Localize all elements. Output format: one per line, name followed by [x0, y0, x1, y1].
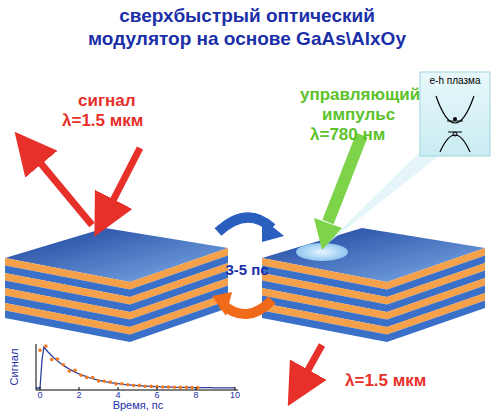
- data-point: [50, 358, 54, 362]
- data-point: [73, 369, 77, 373]
- layer: [387, 301, 485, 343]
- data-point: [138, 384, 142, 388]
- data-point: [132, 384, 136, 388]
- tick: [40, 387, 41, 390]
- title: сверхбыстрый оптический модулятор на осн…: [67, 4, 427, 50]
- tick: [196, 387, 197, 390]
- fit-curve: [36, 347, 235, 388]
- data-point: [44, 344, 48, 348]
- data-point: [149, 385, 153, 389]
- tick-label: 10: [230, 391, 240, 401]
- arrowhead: [262, 218, 284, 242]
- data-point: [56, 357, 60, 361]
- wavelength-label: λ=1.5 мкм: [345, 372, 426, 391]
- electron: [453, 117, 457, 121]
- axis-title: Время, пс: [113, 399, 164, 411]
- layer: [387, 293, 485, 335]
- data-point: [179, 386, 183, 390]
- conduction-band: [436, 96, 474, 123]
- inset-frame: [420, 72, 490, 156]
- tick-label: 0: [37, 391, 42, 401]
- incident-beam: [104, 148, 140, 218]
- data-point: [38, 348, 42, 352]
- hole: [453, 132, 457, 136]
- data-point: [185, 386, 189, 390]
- layer: [262, 311, 387, 343]
- data-point: [97, 379, 101, 383]
- tick: [235, 387, 236, 390]
- arrowhead: [212, 292, 232, 316]
- reflected-beam: [28, 148, 92, 225]
- switch-arrow-back: [222, 300, 272, 314]
- inset-box: e-h плазма: [420, 72, 490, 94]
- tick-label: 2: [76, 391, 81, 401]
- y-axis: [36, 344, 37, 390]
- data-point: [144, 384, 148, 388]
- layer: [130, 293, 228, 335]
- inset-label: e-h плазма: [420, 72, 490, 86]
- data-point: [85, 376, 89, 380]
- data-point: [196, 386, 200, 390]
- layer: [130, 301, 228, 343]
- axis-title: Сигнал: [8, 349, 20, 386]
- data-point: [91, 376, 95, 380]
- time-label: 3-5 пс: [225, 262, 268, 279]
- data-point: [190, 386, 194, 390]
- layer: [5, 311, 130, 343]
- wavelength-label: λ=1.5 мкм: [62, 112, 143, 131]
- signal-label: сигнал: [78, 92, 136, 111]
- tick: [157, 387, 158, 390]
- pump-beam: [328, 135, 362, 222]
- pump-label: управляющий: [300, 86, 420, 105]
- data-point: [167, 385, 171, 389]
- data-point: [173, 385, 177, 389]
- tick-label: 8: [193, 391, 198, 401]
- tick: [118, 387, 119, 390]
- data-point: [108, 380, 112, 384]
- tick: [79, 387, 80, 390]
- pump-label: импульс: [322, 106, 395, 125]
- data-point: [79, 374, 83, 378]
- wavelength-label: λ=780 нм: [310, 126, 385, 145]
- valence-band: [440, 135, 470, 152]
- data-point: [126, 383, 130, 387]
- data-point: [114, 382, 118, 386]
- transmitted-beam: [298, 345, 322, 388]
- pump-arrowhead: [314, 218, 342, 250]
- data-point: [68, 369, 72, 373]
- x-axis: [36, 390, 238, 391]
- data-point: [120, 382, 124, 386]
- data-point: [62, 363, 66, 367]
- data-point: [161, 385, 165, 389]
- data-point: [103, 380, 107, 384]
